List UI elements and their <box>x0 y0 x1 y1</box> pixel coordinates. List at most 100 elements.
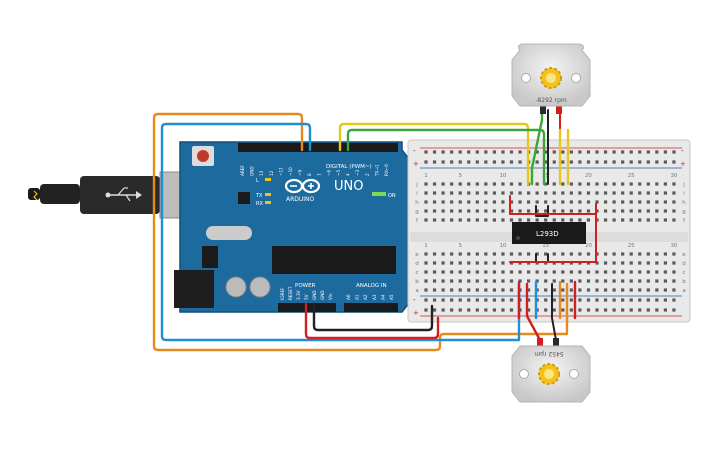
breadboard-hole[interactable] <box>441 150 445 154</box>
breadboard-hole[interactable] <box>467 298 471 302</box>
breadboard-hole[interactable] <box>535 191 539 195</box>
breadboard-hole[interactable] <box>595 261 599 265</box>
breadboard-hole[interactable] <box>603 200 608 204</box>
breadboard-hole[interactable] <box>629 270 633 274</box>
breadboard-hole[interactable] <box>501 279 505 283</box>
breadboard-hole[interactable] <box>484 150 488 154</box>
breadboard-hole[interactable] <box>586 209 591 213</box>
breadboard-hole[interactable] <box>484 298 488 302</box>
breadboard-hole[interactable] <box>569 182 573 186</box>
breadboard-hole[interactable] <box>552 252 556 256</box>
breadboard-hole[interactable] <box>612 252 616 256</box>
breadboard-hole[interactable] <box>450 288 454 292</box>
breadboard-hole[interactable] <box>603 150 608 154</box>
breadboard-hole[interactable] <box>527 191 531 195</box>
breadboard-hole[interactable] <box>578 279 582 283</box>
breadboard-hole[interactable] <box>458 298 462 302</box>
breadboard-hole[interactable] <box>603 182 608 186</box>
breadboard-hole[interactable] <box>527 252 531 256</box>
breadboard-hole[interactable] <box>663 182 667 186</box>
breadboard-hole[interactable] <box>552 308 556 312</box>
breadboard-hole[interactable] <box>561 288 565 292</box>
breadboard-hole[interactable] <box>655 288 659 292</box>
breadboard-hole[interactable] <box>655 308 659 312</box>
breadboard-hole[interactable] <box>475 270 479 274</box>
breadboard-hole[interactable] <box>441 209 445 213</box>
arduino-board[interactable]: ARDUINO UNO DIGITAL (PWM~) POWER ANALOG … <box>174 141 411 313</box>
breadboard-hole[interactable] <box>424 182 428 186</box>
breadboard-hole[interactable] <box>561 308 565 312</box>
breadboard-hole[interactable] <box>475 252 479 256</box>
breadboard-hole[interactable] <box>450 182 454 186</box>
breadboard-hole[interactable] <box>552 270 556 274</box>
breadboard-hole[interactable] <box>655 209 659 213</box>
breadboard-hole[interactable] <box>535 182 539 186</box>
breadboard-hole[interactable] <box>535 160 539 164</box>
breadboard-hole[interactable] <box>561 209 565 213</box>
breadboard-hole[interactable] <box>655 279 659 283</box>
breadboard-hole[interactable] <box>467 279 471 283</box>
breadboard-hole[interactable] <box>663 261 667 265</box>
breadboard-hole[interactable] <box>569 191 573 195</box>
breadboard-hole[interactable] <box>569 252 573 256</box>
breadboard-hole[interactable] <box>646 160 650 164</box>
breadboard-hole[interactable] <box>552 279 556 283</box>
breadboard-hole[interactable] <box>450 270 454 274</box>
breadboard-hole[interactable] <box>612 298 616 302</box>
breadboard-hole[interactable] <box>458 160 462 164</box>
breadboard-hole[interactable] <box>646 252 650 256</box>
dc-motor-top[interactable]: -8292 rpm <box>511 43 591 114</box>
breadboard-hole[interactable] <box>501 261 505 265</box>
breadboard-hole[interactable] <box>458 288 462 292</box>
breadboard-hole[interactable] <box>527 288 531 292</box>
breadboard-hole[interactable] <box>621 298 625 302</box>
breadboard-hole[interactable] <box>646 298 650 302</box>
breadboard-hole[interactable] <box>655 191 659 195</box>
breadboard-hole[interactable] <box>663 308 667 312</box>
breadboard-hole[interactable] <box>603 252 608 256</box>
breadboard-hole[interactable] <box>492 308 496 312</box>
breadboard-hole[interactable] <box>629 218 633 222</box>
breadboard-hole[interactable] <box>638 218 642 222</box>
breadboard-hole[interactable] <box>424 270 428 274</box>
breadboard-hole[interactable] <box>638 252 642 256</box>
breadboard-hole[interactable] <box>672 270 676 274</box>
breadboard-hole[interactable] <box>544 209 548 213</box>
breadboard-hole[interactable] <box>552 200 556 204</box>
breadboard-hole[interactable] <box>663 218 667 222</box>
breadboard-hole[interactable] <box>629 150 633 154</box>
breadboard-hole[interactable] <box>492 200 496 204</box>
breadboard-hole[interactable] <box>441 200 445 204</box>
breadboard-hole[interactable] <box>595 160 599 164</box>
breadboard-hole[interactable] <box>432 191 437 195</box>
breadboard-hole[interactable] <box>612 270 616 274</box>
breadboard-hole[interactable] <box>441 182 445 186</box>
breadboard-hole[interactable] <box>663 191 667 195</box>
breadboard-hole[interactable] <box>646 288 650 292</box>
breadboard-hole[interactable] <box>544 270 548 274</box>
breadboard-hole[interactable] <box>663 288 667 292</box>
breadboard-hole[interactable] <box>612 288 616 292</box>
breadboard-hole[interactable] <box>586 308 591 312</box>
breadboard-hole[interactable] <box>450 261 454 265</box>
breadboard-hole[interactable] <box>527 308 531 312</box>
breadboard-hole[interactable] <box>424 150 428 154</box>
breadboard-hole[interactable] <box>484 191 488 195</box>
breadboard-hole[interactable] <box>569 150 573 154</box>
breadboard-hole[interactable] <box>475 298 479 302</box>
breadboard-hole[interactable] <box>578 160 582 164</box>
breadboard-hole[interactable] <box>629 160 633 164</box>
breadboard-hole[interactable] <box>603 218 608 222</box>
breadboard-hole[interactable] <box>629 308 633 312</box>
breadboard-hole[interactable] <box>492 298 496 302</box>
breadboard-hole[interactable] <box>561 298 565 302</box>
breadboard-hole[interactable] <box>603 191 608 195</box>
breadboard-hole[interactable] <box>475 200 479 204</box>
breadboard-hole[interactable] <box>552 182 556 186</box>
breadboard-hole[interactable] <box>561 252 565 256</box>
breadboard-hole[interactable] <box>509 191 514 195</box>
breadboard-hole[interactable] <box>612 218 616 222</box>
breadboard-hole[interactable] <box>629 279 633 283</box>
breadboard-hole[interactable] <box>663 150 667 154</box>
breadboard-hole[interactable] <box>552 209 556 213</box>
